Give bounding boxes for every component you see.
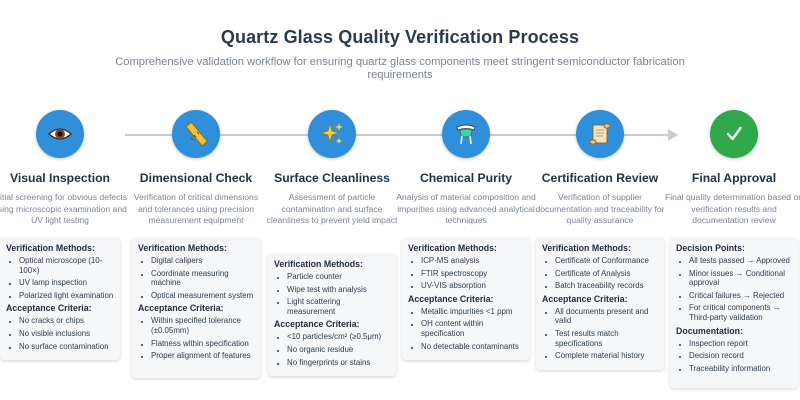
step-icon-circle: [308, 110, 356, 158]
list-item: Proper alignment of features: [151, 351, 254, 361]
step-title: Final Approval: [691, 171, 777, 185]
step-details-card: Verification Methods: ICP-MS analysisFTIR…: [402, 238, 530, 361]
list-item: Inspection report: [689, 339, 792, 349]
card-section-list: ICP-MS analysisFTIR spectroscopyUV-VIS a…: [408, 256, 524, 291]
card-section-list: All tests passed → ApprovedMinor issues …: [676, 256, 792, 323]
list-item: No surface contamination: [19, 342, 114, 352]
list-item: Light scattering measurement: [287, 297, 390, 316]
list-item: No organic residue: [287, 345, 390, 355]
step-title: Dimensional Check: [139, 171, 253, 185]
step-icon-circle: [710, 110, 758, 158]
list-item: Test results match specifications: [555, 329, 658, 348]
card-section-list: Within specified tolerance (±0.05mm) Flat…: [138, 316, 254, 360]
list-item: Complete material history: [555, 351, 658, 361]
card-section-heading: Decision Points:: [676, 243, 745, 253]
step-title: Visual Inspection: [9, 171, 110, 185]
page-title: Quartz Glass Quality Verification Proces…: [220, 27, 580, 47]
card-section-heading: Acceptance Criteria:: [274, 319, 360, 330]
card-section-list: Particle counterWipe test with analysisL…: [274, 272, 390, 316]
step-icon-circle: [576, 110, 624, 158]
step-title: Certification Review: [541, 171, 659, 185]
list-item: Decision record: [689, 351, 792, 361]
eye-icon: [47, 121, 73, 147]
step-description: Assessment of particle contamination and…: [266, 192, 398, 225]
process-flow-line: [125, 134, 670, 136]
list-item: Digital calipers: [151, 256, 254, 266]
step-details-card: Verification Methods: Optical microscope …: [0, 238, 120, 361]
list-item: Batch traceability records: [555, 281, 658, 291]
list-item: For critical components → Third-party va…: [689, 303, 792, 322]
card-section-heading: Verification Methods:: [6, 243, 95, 253]
page-subtitle: Comprehensive validation workflow for en…: [115, 56, 685, 81]
ruler-icon: [183, 121, 209, 147]
card-section-heading: Acceptance Criteria:: [408, 293, 494, 304]
list-item: Coordinate measuring machine: [151, 269, 254, 288]
list-item: No cracks or chips: [19, 316, 114, 326]
card-section-heading: Verification Methods:: [408, 243, 497, 253]
list-item: Certificate of Conformance: [555, 256, 658, 266]
card-section-heading: Verification Methods:: [542, 243, 631, 253]
card-section-list: No cracks or chips No visible inclusionsN…: [6, 316, 114, 351]
card-section-list: <10 particles/cm² (≥0.5μm) No organic res…: [274, 332, 390, 367]
card-section-list: Metallic impurities <1 ppm OH content wit…: [408, 307, 524, 351]
step-description: Initial screening for obvious defects us…: [0, 192, 128, 225]
card-section-list: Inspection reportDecision recordTraceabi…: [676, 339, 792, 374]
step-details-card: Decision Points: All tests passed → Appro…: [670, 238, 798, 388]
list-item: Metallic impurities <1 ppm: [421, 307, 524, 317]
list-item: Polarized light examination: [19, 291, 114, 301]
card-section-heading: Acceptance Criteria:: [6, 303, 92, 314]
step-description: Verification of critical dimensions and …: [133, 192, 259, 225]
card-section-list: Optical microscope (10-100×) UV lamp insp…: [6, 256, 114, 300]
list-item: All tests passed → Approved: [689, 256, 792, 266]
list-item: ICP-MS analysis: [421, 256, 524, 266]
list-item: Traceability information: [689, 364, 792, 374]
card-section-heading: Verification Methods:: [138, 243, 227, 253]
card-section-heading: Acceptance Criteria:: [542, 293, 628, 304]
list-item: UV lamp inspection: [19, 278, 114, 288]
step-title: Surface Cleanliness: [274, 171, 390, 185]
list-item: No detectable contaminants: [421, 342, 524, 352]
step-icon-circle: [36, 110, 84, 158]
card-section-heading: Verification Methods:: [274, 259, 363, 269]
list-item: Optical microscope (10-100×): [19, 256, 114, 275]
list-item: All documents present and valid: [555, 307, 658, 326]
list-item: Within specified tolerance (±0.05mm): [151, 316, 254, 335]
scroll-icon: [587, 121, 613, 147]
step-details-card: Verification Methods: Particle counterWip…: [268, 254, 396, 377]
sparkles-icon: [319, 121, 345, 147]
card-section-heading: Acceptance Criteria:: [138, 303, 224, 314]
list-item: No fingerprints or stains: [287, 358, 390, 368]
step-details-card: Verification Methods: Digital calipersCoo…: [132, 238, 260, 378]
list-item: <10 particles/cm² (≥0.5μm): [287, 332, 390, 342]
step-description: Verification of supplier documentation a…: [535, 192, 665, 225]
step-icon-circle: [442, 110, 490, 158]
list-item: OH content within specification: [421, 319, 524, 338]
step-details-card: Verification Methods: Certificate of Conf…: [536, 238, 664, 370]
step-title: Chemical Purity: [419, 171, 513, 185]
step-icon-circle: [172, 110, 220, 158]
list-item: Critical failures → Rejected: [689, 291, 792, 301]
list-item: No visible inclusions: [19, 329, 114, 339]
flask-icon: [453, 121, 479, 147]
list-item: Flatness within specification: [151, 339, 254, 349]
list-item: Certificate of Analysis: [555, 269, 658, 279]
step-description: Analysis of material composition and imp…: [396, 192, 536, 225]
flow-arrowhead: [668, 129, 678, 141]
list-item: UV-VIS absorption: [421, 281, 524, 291]
card-section-list: Digital calipersCoordinate measuring mac…: [138, 256, 254, 300]
card-section-list: Certificate of ConformanceCertificate of…: [542, 256, 658, 291]
checkmark-icon: [721, 121, 747, 147]
list-item: Wipe test with analysis: [287, 285, 390, 295]
card-section-list: All documents present and validTest resu…: [542, 307, 658, 361]
step-description: Final quality determination based on ver…: [664, 192, 800, 225]
list-item: FTIR spectroscopy: [421, 269, 524, 279]
list-item: Optical measurement system: [151, 291, 254, 301]
card-section-heading: Documentation:: [676, 325, 743, 336]
list-item: Minor issues → Conditional approval: [689, 269, 792, 288]
list-item: Particle counter: [287, 272, 390, 282]
